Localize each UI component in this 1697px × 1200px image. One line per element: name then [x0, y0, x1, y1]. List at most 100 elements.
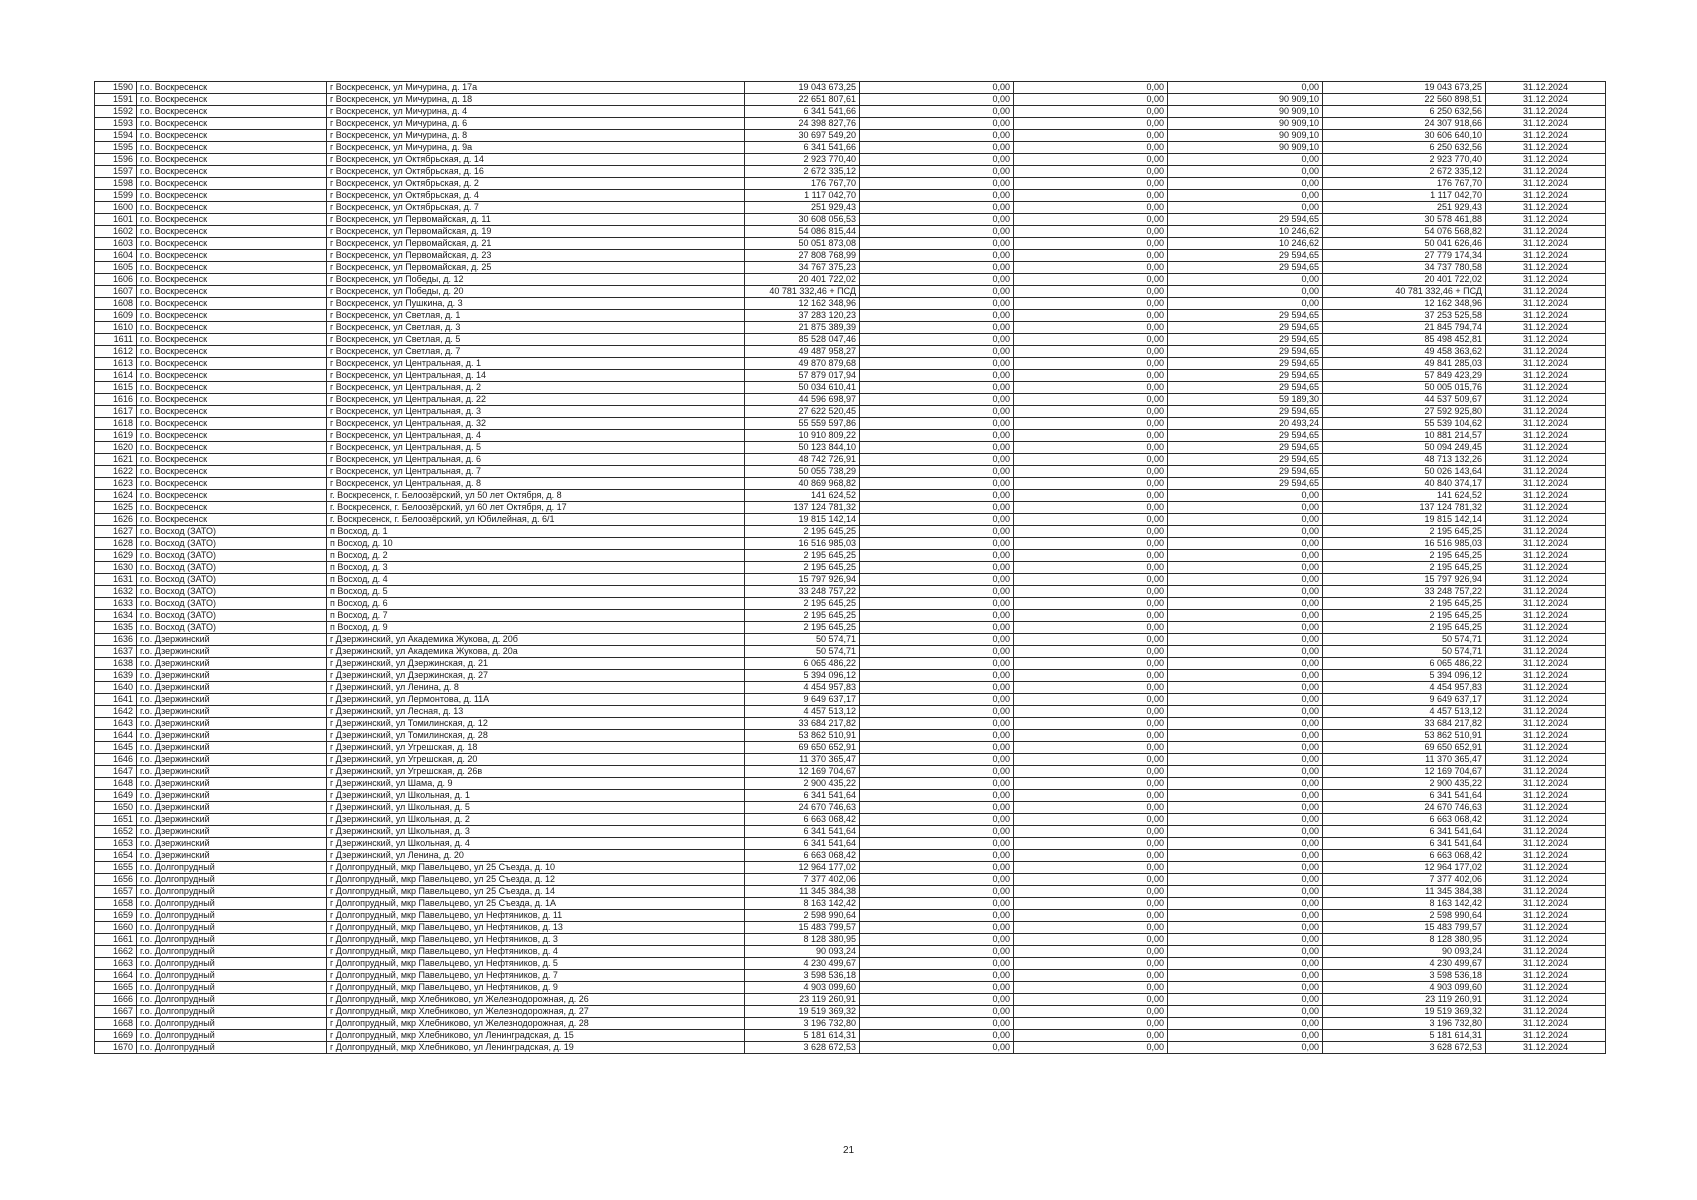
amount-col-3-cell: 0,00 [1013, 945, 1168, 958]
remaining-amount-cell: 19 815 142,14 [1322, 513, 1486, 526]
amount-col-3-cell: 0,00 [1013, 969, 1168, 982]
amount-col-2-cell: 0,00 [859, 333, 1014, 346]
address-cell: г Воскресенск, ул Первомайская, д. 23 [326, 249, 745, 262]
total-cost-cell: 57 879 017,94 [744, 369, 860, 382]
deadline-date-cell: 31.12.2024 [1485, 897, 1606, 910]
amount-col-4-cell: 0,00 [1167, 489, 1323, 502]
deadline-date-cell: 31.12.2024 [1485, 777, 1606, 790]
deadline-date-cell: 31.12.2024 [1485, 1005, 1606, 1018]
total-cost-cell: 2 195 645,25 [744, 525, 860, 538]
amount-col-2-cell: 0,00 [859, 693, 1014, 706]
total-cost-cell: 6 341 541,64 [744, 837, 860, 850]
municipality-cell: г.о. Воскресенск [136, 117, 327, 130]
amount-col-2-cell: 0,00 [859, 525, 1014, 538]
row-number-cell: 1663 [94, 957, 137, 970]
amount-col-4-cell: 0,00 [1167, 861, 1323, 874]
amount-col-4-cell: 29 594,65 [1167, 213, 1323, 226]
municipality-cell: г.о. Воскресенск [136, 465, 327, 478]
deadline-date-cell: 31.12.2024 [1485, 261, 1606, 274]
address-cell: г Воскресенск, ул Первомайская, д. 11 [326, 213, 745, 226]
total-cost-cell: 49 870 879,68 [744, 357, 860, 370]
amount-col-3-cell: 0,00 [1013, 621, 1168, 634]
address-cell: г Долгопрудный, мкр Павельцево, ул Нефтя… [326, 945, 745, 958]
address-cell: п Восход, д. 10 [326, 537, 745, 550]
address-cell: г Воскресенск, ул Центральная, д. 7 [326, 465, 745, 478]
address-cell: г Дзержинский, ул Дзержинская, д. 27 [326, 669, 745, 682]
deadline-date-cell: 31.12.2024 [1485, 93, 1606, 106]
remaining-amount-cell: 5 181 614,31 [1322, 1029, 1486, 1042]
amount-col-4-cell: 0,00 [1167, 945, 1323, 958]
amount-col-3-cell: 0,00 [1013, 729, 1168, 742]
remaining-amount-cell: 2 598 990,64 [1322, 909, 1486, 922]
row-number-cell: 1659 [94, 909, 137, 922]
amount-col-2-cell: 0,00 [859, 225, 1014, 238]
municipality-cell: г.о. Воскресенск [136, 405, 327, 418]
municipality-cell: г.о. Воскресенск [136, 93, 327, 106]
amount-col-4-cell: 29 594,65 [1167, 465, 1323, 478]
row-number-cell: 1666 [94, 993, 137, 1006]
amount-col-4-cell: 90 909,10 [1167, 93, 1323, 106]
amount-col-3-cell: 0,00 [1013, 357, 1168, 370]
row-number-cell: 1630 [94, 561, 137, 574]
remaining-amount-cell: 2 195 645,25 [1322, 609, 1486, 622]
deadline-date-cell: 31.12.2024 [1485, 561, 1606, 574]
municipality-cell: г.о. Воскресенск [136, 141, 327, 154]
remaining-amount-cell: 4 903 099,60 [1322, 981, 1486, 994]
address-cell: г Воскресенск, ул Мичурина, д. 8 [326, 129, 745, 142]
row-number-cell: 1624 [94, 489, 137, 502]
amount-col-4-cell: 0,00 [1167, 693, 1323, 706]
amount-col-2-cell: 0,00 [859, 705, 1014, 718]
municipality-cell: г.о. Дзержинский [136, 717, 327, 730]
total-cost-cell: 49 487 958,27 [744, 345, 860, 358]
amount-col-2-cell: 0,00 [859, 1029, 1014, 1042]
total-cost-cell: 3 628 672,53 [744, 1041, 860, 1054]
amount-col-2-cell: 0,00 [859, 1041, 1014, 1054]
total-cost-cell: 24 398 827,76 [744, 117, 860, 130]
deadline-date-cell: 31.12.2024 [1485, 633, 1606, 646]
total-cost-cell: 11 345 384,38 [744, 885, 860, 898]
amount-col-3-cell: 0,00 [1013, 717, 1168, 730]
row-number-cell: 1597 [94, 165, 137, 178]
amount-col-3-cell: 0,00 [1013, 453, 1168, 466]
row-number-cell: 1653 [94, 837, 137, 850]
address-cell: г Воскресенск, ул Победы, д. 12 [326, 273, 745, 286]
amount-col-4-cell: 0,00 [1167, 1041, 1323, 1054]
total-cost-cell: 15 797 926,94 [744, 573, 860, 586]
total-cost-cell: 40 869 968,82 [744, 477, 860, 490]
total-cost-cell: 4 454 957,83 [744, 681, 860, 694]
amount-col-3-cell: 0,00 [1013, 369, 1168, 382]
address-cell: г Воскресенск, ул Октябрьская, д. 16 [326, 165, 745, 178]
amount-col-2-cell: 0,00 [859, 657, 1014, 670]
remaining-amount-cell: 6 250 632,56 [1322, 105, 1486, 118]
deadline-date-cell: 31.12.2024 [1485, 81, 1606, 94]
amount-col-2-cell: 0,00 [859, 849, 1014, 862]
amount-col-4-cell: 0,00 [1167, 801, 1323, 814]
amount-col-3-cell: 0,00 [1013, 885, 1168, 898]
address-cell: г Долгопрудный, мкр Павельцево, ул 25 Съ… [326, 885, 745, 898]
row-number-cell: 1616 [94, 393, 137, 406]
total-cost-cell: 22 651 807,61 [744, 93, 860, 106]
municipality-cell: г.о. Воскресенск [136, 297, 327, 310]
total-cost-cell: 6 663 068,42 [744, 813, 860, 826]
amount-col-4-cell: 0,00 [1167, 981, 1323, 994]
row-number-cell: 1623 [94, 477, 137, 490]
deadline-date-cell: 31.12.2024 [1485, 189, 1606, 202]
municipality-cell: г.о. Долгопрудный [136, 861, 327, 874]
amount-col-4-cell: 0,00 [1167, 525, 1323, 538]
deadline-date-cell: 31.12.2024 [1485, 885, 1606, 898]
amount-col-2-cell: 0,00 [859, 909, 1014, 922]
amount-col-2-cell: 0,00 [859, 453, 1014, 466]
municipality-cell: г.о. Воскресенск [136, 381, 327, 394]
amount-col-4-cell: 90 909,10 [1167, 129, 1323, 142]
amount-col-3-cell: 0,00 [1013, 285, 1168, 298]
amount-col-2-cell: 0,00 [859, 141, 1014, 154]
